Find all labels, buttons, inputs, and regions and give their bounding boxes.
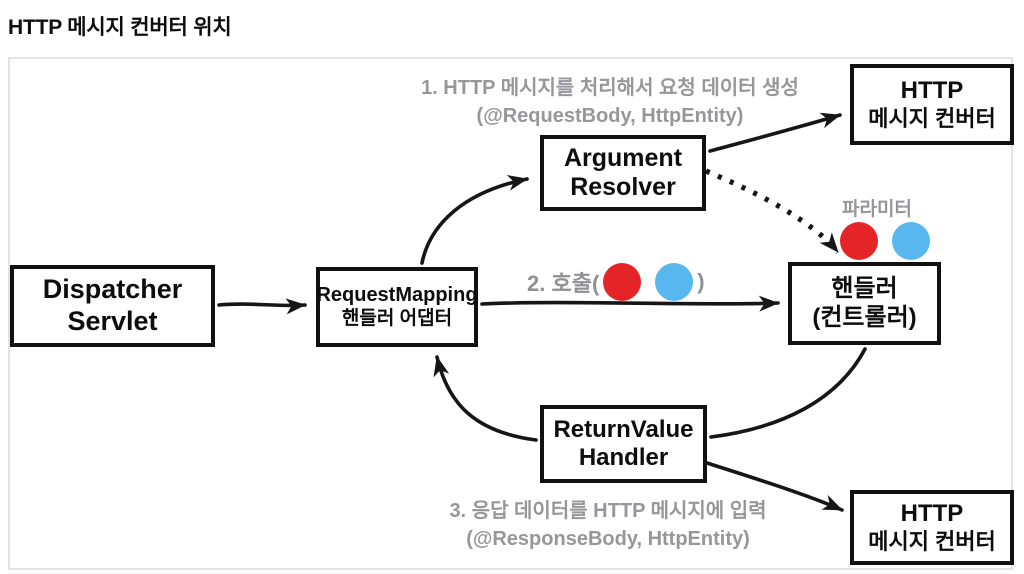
return-value-handler-line1: ReturnValue <box>553 415 694 443</box>
dispatcher-servlet-line1: Dispatcher <box>42 274 183 305</box>
handler-controller-box: 핸들러 (컨트롤러) <box>788 262 941 345</box>
call-label-suffix: ) <box>697 268 705 294</box>
argument-resolver-line1: Argument <box>563 143 683 172</box>
request-mapping-adapter-box: RequestMapping 핸들러 어댑터 <box>316 267 478 347</box>
page-title: HTTP 메시지 컨버터 위치 <box>8 16 232 39</box>
dispatcher-servlet-line2: Servlet <box>67 306 158 336</box>
http-converter-top-line2: 메시지 컨버터 <box>868 105 996 131</box>
request-mapping-adapter-line1: RequestMapping <box>316 284 478 306</box>
argument-resolver-box: Argument Resolver <box>540 135 706 211</box>
call-blue-dot <box>655 262 694 301</box>
handler-controller-line2: (컨트롤러) <box>812 303 917 331</box>
annotation-step3: 3. 응답 데이터를 HTTP 메시지에 입력 (@ResponseBody, … <box>358 497 858 553</box>
annotation-step3-line1: 3. 응답 데이터를 HTTP 메시지에 입력 <box>449 500 767 522</box>
return-value-handler-box: ReturnValue Handler <box>540 405 707 483</box>
annotation-step1-line1: 1. HTTP 메시지를 처리해서 요청 데이터 생성 <box>421 77 799 99</box>
dispatcher-servlet-box: Dispatcher Servlet <box>10 265 215 347</box>
call-label-prefix: 2. 호출( <box>527 270 600 296</box>
annotation-step1-line2: (@RequestBody, HttpEntity) <box>476 105 744 127</box>
annotation-step3-line2: (@ResponseBody, HttpEntity) <box>466 528 750 550</box>
annotation-step2-call: 2. 호출( ) <box>527 262 705 301</box>
http-message-converter-top-box: HTTP 메시지 컨버터 <box>850 64 1014 145</box>
annotation-step1: 1. HTTP 메시지를 처리해서 요청 데이터 생성 (@RequestBod… <box>360 74 860 130</box>
http-converter-bottom-line1: HTTP <box>900 500 964 528</box>
call-red-dot <box>603 262 642 301</box>
return-value-handler-line2: Handler <box>578 444 669 471</box>
handler-controller-line1: 핸들러 <box>831 275 898 303</box>
parameter-label: 파라미터 <box>842 199 912 220</box>
http-converter-bottom-line2: 메시지 컨버터 <box>868 528 996 554</box>
argument-resolver-line2: Resolver <box>570 173 676 201</box>
http-converter-top-line1: HTTP <box>900 77 964 105</box>
request-mapping-adapter-line2: 핸들러 어댑터 <box>341 307 453 329</box>
http-message-converter-bottom-box: HTTP 메시지 컨버터 <box>850 490 1014 565</box>
